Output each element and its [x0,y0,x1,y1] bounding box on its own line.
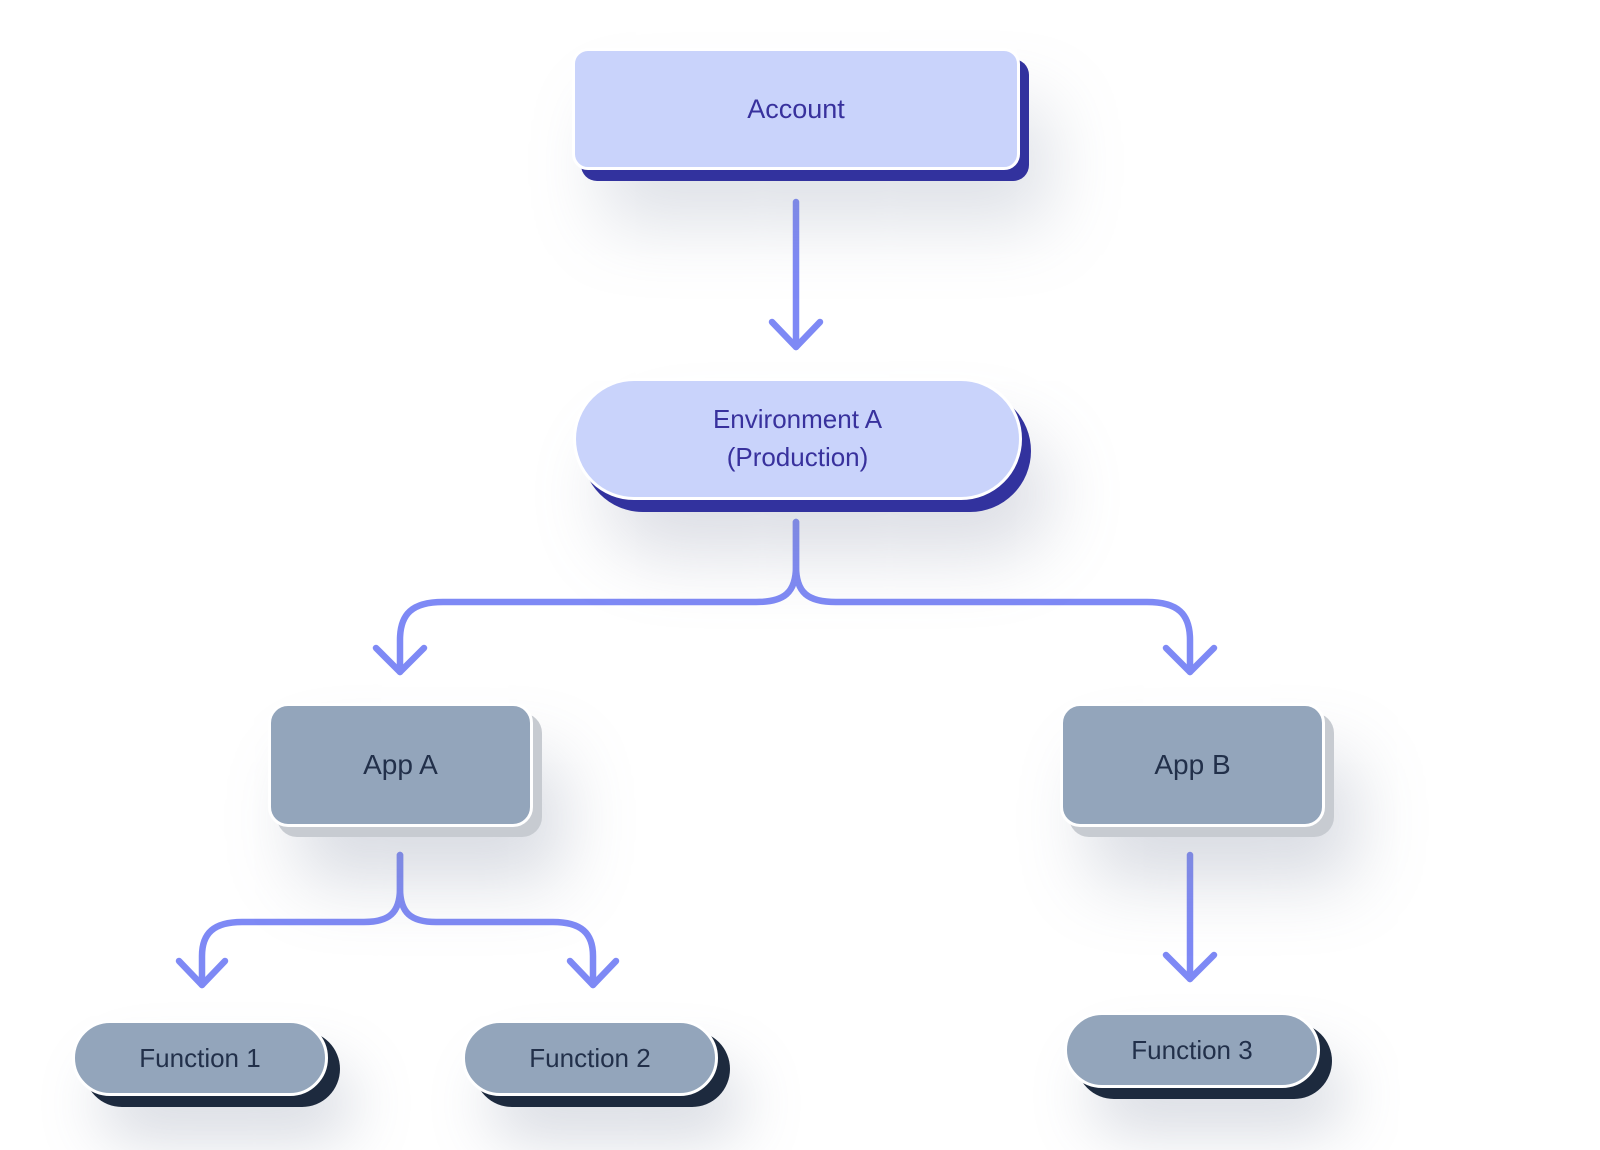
edge-line [396,851,597,989]
node-environment-a-label-line2: (Production) [726,442,869,472]
node-app-a: App A [268,703,533,827]
node-app-b-label: App B [1154,749,1231,780]
edge-line [396,518,800,676]
edge-app-a-to-function-1 [175,851,404,989]
node-function-3: Function 3 [1064,1012,1320,1088]
node-function-2-label: Function 2 [529,1042,651,1073]
arrowhead-icon [1162,951,1218,983]
edge-app-b-to-function-3 [1162,851,1218,983]
node-environment-a-label-line1: Environment A [712,404,883,435]
arrowhead-icon [1162,644,1218,676]
node-function-2: Function 2 [462,1020,718,1096]
arrowhead-icon [768,318,824,351]
edge-environment-to-app-a [372,518,800,676]
node-function-3-label: Function 3 [1131,1034,1253,1065]
node-function-1: Function 1 [72,1020,328,1096]
arrowhead-icon [566,957,620,989]
edge-account-to-environment [768,198,824,351]
edge-line [792,518,1194,676]
arrowhead-icon [175,957,229,989]
node-account: Account [572,48,1020,170]
node-account-label: Account [747,93,845,124]
arrowhead-icon [372,644,428,676]
node-function-1-label: Function 1 [139,1042,261,1073]
node-app-b: App B [1060,703,1325,827]
edge-environment-to-app-b [792,518,1218,676]
edge-app-a-to-function-2 [396,851,620,989]
node-app-a-label: App A [363,749,438,780]
node-environment-a: Environment A (Production) [573,378,1022,500]
edge-line [198,851,404,989]
